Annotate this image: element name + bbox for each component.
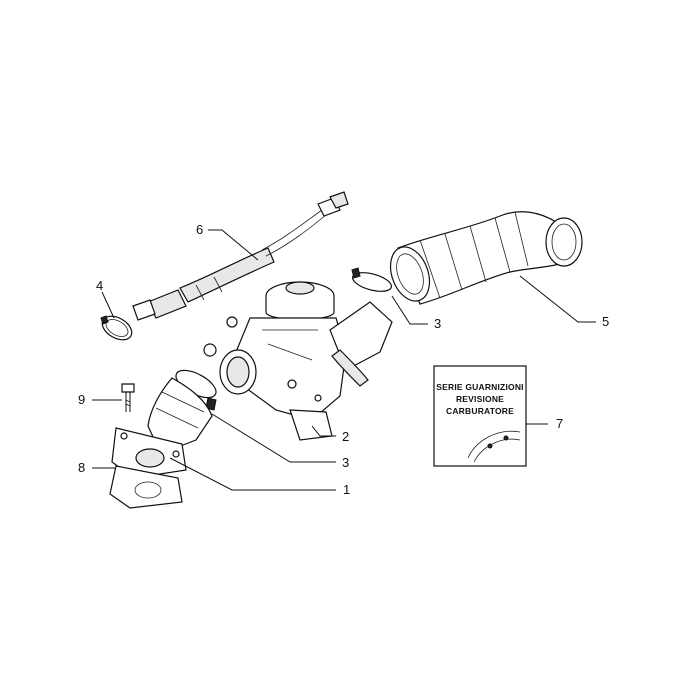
kit-label-line2: REVISIONE: [456, 394, 504, 404]
callout-3-upper: 3: [434, 316, 441, 331]
intake-hose-part: [389, 211, 583, 305]
callout-9: 9: [78, 392, 85, 407]
leader-3-upper: [391, 295, 428, 325]
gasket-kit-card: SERIE GUARNIZIONI REVISIONE CARBURATORE: [433, 365, 527, 467]
leader-3-lower: [211, 413, 336, 463]
leader-2: [311, 425, 336, 437]
leader-6: [208, 229, 259, 261]
callout-numbers: 1 2 3 3 4 5 6 7 8 9: [78, 222, 609, 497]
callout-3-lower: 3: [342, 455, 349, 470]
leader-4: [101, 291, 115, 319]
callout-7: 7: [556, 416, 563, 431]
hose-clamp-upper-part: [351, 267, 393, 292]
intake-manifold-part: [111, 377, 213, 479]
leader-lines: [92, 229, 596, 491]
bolt-part: [121, 383, 135, 412]
carburettor-body-part: [203, 281, 393, 441]
callout-2: 2: [342, 429, 349, 444]
manifold-clamp-part: [175, 369, 217, 411]
callout-4: 4: [96, 278, 103, 293]
leader-5: [519, 275, 596, 323]
clamp-ring-part: [100, 315, 133, 341]
callout-8: 8: [78, 460, 85, 475]
callout-5: 5: [602, 314, 609, 329]
kit-label-line1: SERIE GUARNIZIONI: [436, 382, 523, 392]
leader-1: [169, 457, 336, 491]
flange-gasket-part: [109, 465, 183, 509]
kit-card-frame: [433, 365, 527, 467]
throttle-cable-part: [132, 191, 349, 321]
kit-label-line3: CARBURATORE: [446, 406, 514, 416]
callout-1: 1: [343, 482, 350, 497]
callout-6: 6: [196, 222, 203, 237]
